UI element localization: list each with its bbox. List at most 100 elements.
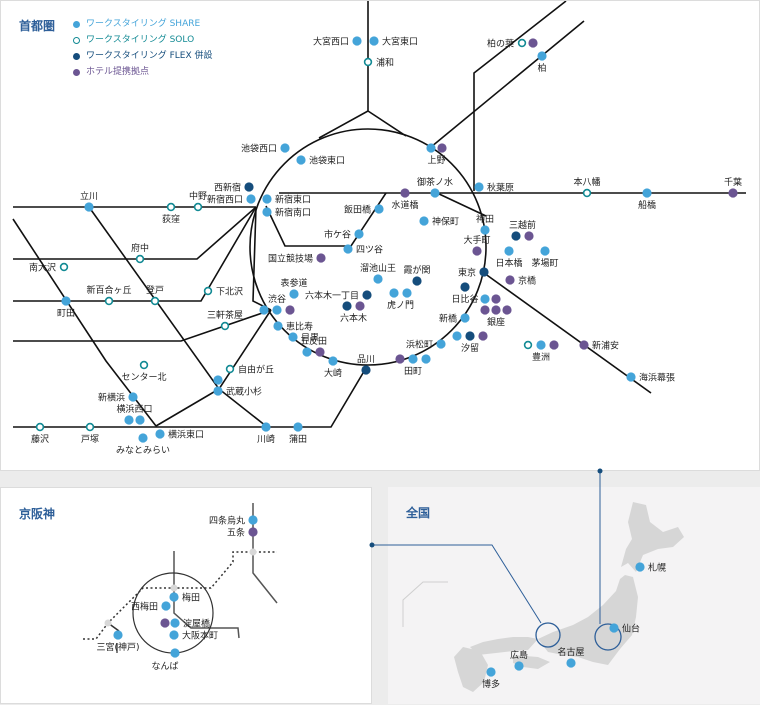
station-marker-share[interactable] <box>480 225 490 235</box>
station-marker-share[interactable] <box>421 354 431 364</box>
station-marker-share[interactable] <box>343 244 353 254</box>
station-marker-share[interactable] <box>289 289 299 299</box>
station-marker-hotel[interactable] <box>579 340 589 350</box>
station-marker-flex[interactable] <box>244 182 254 192</box>
station-marker-hotel[interactable] <box>491 294 501 304</box>
station-marker-hotel[interactable] <box>505 275 515 285</box>
station-marker-share[interactable] <box>452 331 462 341</box>
station-marker-share[interactable] <box>261 422 271 432</box>
station-marker-share[interactable] <box>389 288 399 298</box>
station-marker-solo[interactable] <box>582 188 592 198</box>
station-marker-share[interactable] <box>460 313 470 323</box>
station-marker-hotel[interactable] <box>491 305 501 315</box>
station-marker-share[interactable] <box>480 294 490 304</box>
station-marker-share[interactable] <box>61 296 71 306</box>
station-marker-share[interactable] <box>626 372 636 382</box>
station-marker-share[interactable] <box>113 630 123 640</box>
station-marker-share[interactable] <box>170 618 180 628</box>
station-marker-share[interactable] <box>328 356 338 366</box>
station-marker-share[interactable] <box>128 392 138 402</box>
station-marker-solo[interactable] <box>363 57 373 67</box>
station-marker-share[interactable] <box>248 515 258 525</box>
station-marker-share[interactable] <box>354 229 364 239</box>
station-marker-flex[interactable] <box>361 365 371 375</box>
station-marker-hotel[interactable] <box>549 340 559 350</box>
station-marker-solo[interactable] <box>85 422 95 432</box>
station-marker-share[interactable] <box>296 155 306 165</box>
station-marker-solo[interactable] <box>35 422 45 432</box>
station-marker-share[interactable] <box>504 246 514 256</box>
station-marker-share[interactable] <box>609 623 619 633</box>
station-marker-share[interactable] <box>169 630 179 640</box>
station-marker-solo[interactable] <box>166 202 176 212</box>
station-marker-share[interactable] <box>169 592 179 602</box>
station-marker-share[interactable] <box>213 386 223 396</box>
station-marker-solo[interactable] <box>225 364 235 374</box>
station-marker-share[interactable] <box>426 143 436 153</box>
station-marker-share[interactable] <box>486 667 496 677</box>
station-marker-hotel[interactable] <box>478 331 488 341</box>
station-marker-share[interactable] <box>642 188 652 198</box>
station-marker-solo[interactable] <box>517 38 527 48</box>
station-marker-share[interactable] <box>302 347 312 357</box>
station-marker-flex[interactable] <box>465 331 475 341</box>
station-marker-share[interactable] <box>293 422 303 432</box>
station-marker-share[interactable] <box>352 36 362 46</box>
station-marker-flex[interactable] <box>479 267 489 277</box>
station-marker-share[interactable] <box>566 658 576 668</box>
station-marker-share[interactable] <box>514 661 524 671</box>
station-marker-share[interactable] <box>280 143 290 153</box>
station-marker-solo[interactable] <box>135 254 145 264</box>
station-marker-share[interactable] <box>369 36 379 46</box>
station-marker-hotel[interactable] <box>480 305 490 315</box>
station-marker-hotel[interactable] <box>395 354 405 364</box>
station-marker-hotel[interactable] <box>728 188 738 198</box>
station-marker-flex[interactable] <box>511 231 521 241</box>
station-marker-solo[interactable] <box>523 340 533 350</box>
station-marker-share[interactable] <box>124 415 134 425</box>
station-marker-flex[interactable] <box>460 282 470 292</box>
station-marker-hotel[interactable] <box>315 347 325 357</box>
station-marker-hotel[interactable] <box>316 253 326 263</box>
station-marker-flex[interactable] <box>342 301 352 311</box>
station-marker-share[interactable] <box>374 204 384 214</box>
station-marker-share[interactable] <box>213 375 223 385</box>
station-marker-share[interactable] <box>155 429 165 439</box>
station-marker-hotel[interactable] <box>472 246 482 256</box>
station-marker-hotel[interactable] <box>528 38 538 48</box>
station-marker-flex[interactable] <box>362 290 372 300</box>
station-marker-hotel[interactable] <box>355 301 365 311</box>
station-marker-hotel[interactable] <box>160 618 170 628</box>
station-marker-share[interactable] <box>170 648 180 658</box>
station-marker-share[interactable] <box>536 340 546 350</box>
station-marker-share[interactable] <box>161 601 171 611</box>
station-marker-solo[interactable] <box>193 202 203 212</box>
station-marker-share[interactable] <box>272 305 282 315</box>
station-marker-solo[interactable] <box>220 321 230 331</box>
station-marker-solo[interactable] <box>150 296 160 306</box>
station-marker-share[interactable] <box>419 216 429 226</box>
station-marker-hotel[interactable] <box>248 527 258 537</box>
station-marker-share[interactable] <box>288 332 298 342</box>
station-marker-share[interactable] <box>246 194 256 204</box>
station-marker-solo[interactable] <box>104 296 114 306</box>
station-marker-solo[interactable] <box>59 262 69 272</box>
station-marker-share[interactable] <box>373 274 383 284</box>
station-marker-share[interactable] <box>540 246 550 256</box>
station-marker-solo[interactable] <box>139 360 149 370</box>
station-marker-share[interactable] <box>262 194 272 204</box>
station-marker-share[interactable] <box>84 202 94 212</box>
station-marker-share[interactable] <box>259 305 269 315</box>
station-marker-share[interactable] <box>262 207 272 217</box>
station-marker-hotel[interactable] <box>502 305 512 315</box>
station-marker-solo[interactable] <box>203 286 213 296</box>
station-marker-share[interactable] <box>436 339 446 349</box>
station-marker-share[interactable] <box>430 188 440 198</box>
station-marker-share[interactable] <box>273 321 283 331</box>
station-marker-flex[interactable] <box>412 276 422 286</box>
station-marker-share[interactable] <box>138 433 148 443</box>
station-marker-hotel[interactable] <box>285 305 295 315</box>
station-marker-share[interactable] <box>537 51 547 61</box>
station-marker-hotel[interactable] <box>400 188 410 198</box>
station-marker-share[interactable] <box>402 288 412 298</box>
